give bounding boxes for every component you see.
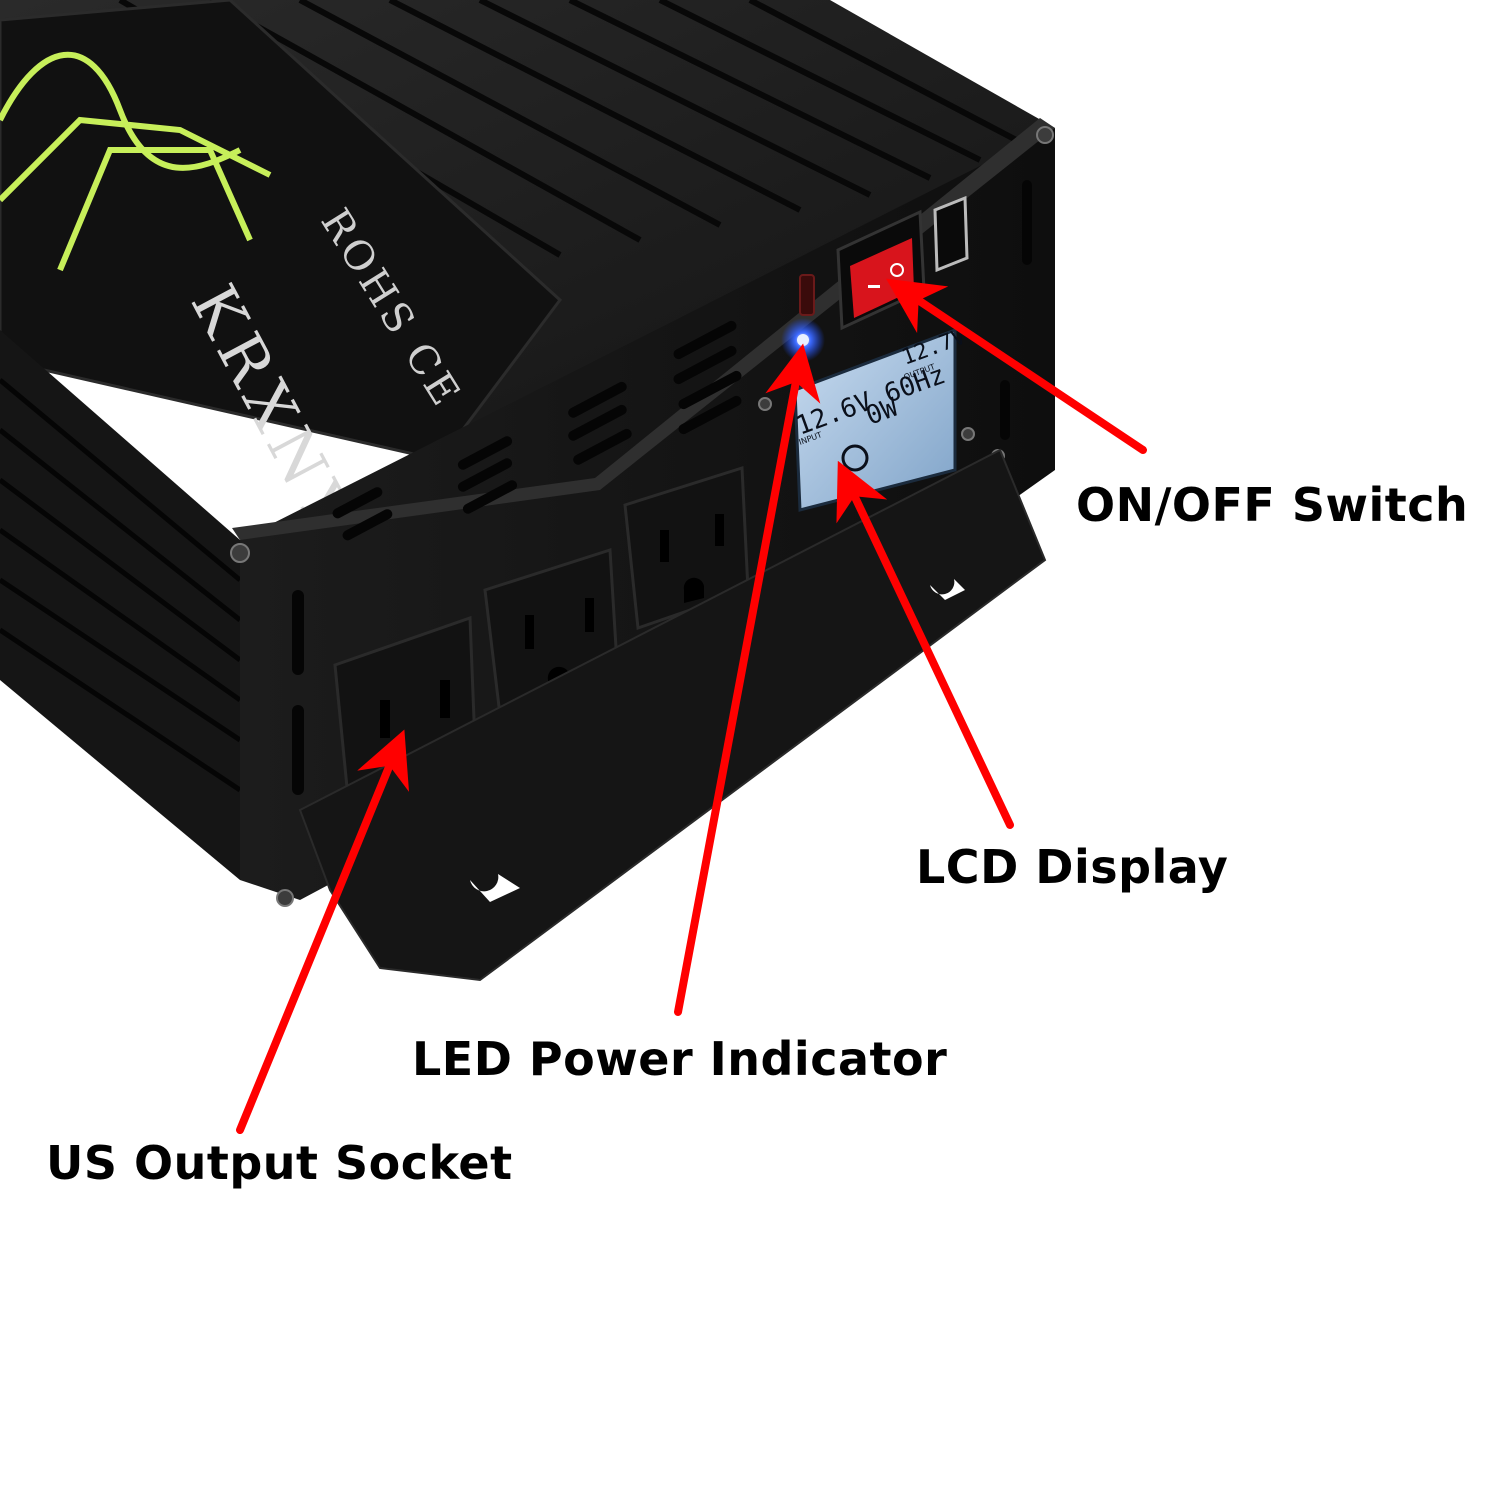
arrow-led-indicator [674,343,821,1016]
callout-led-power-indicator: LED Power Indicator [412,1032,948,1086]
housing-side [0,330,240,880]
usb-port [933,195,969,273]
callout-us-output-socket: US Output Socket [46,1136,513,1190]
housing-ribs [118,0,1022,258]
label-panel [0,0,563,462]
arrow-on-off-switch [886,278,1147,454]
side-ribs [0,378,242,793]
arrow-lcd-display [836,460,1014,829]
lcd-display: 12.6V 60Hz 12.7V 0W INPUT OUTPUT [792,324,969,512]
logo-wave [0,52,272,272]
vent-slots [292,180,1032,795]
arrow-us-socket [236,729,410,1134]
callout-arrows [236,278,1147,1134]
mounting-bracket [298,448,1047,982]
callout-lcd-display: LCD Display [916,840,1229,894]
callout-on-off-switch: ON/OFF Switch [1076,478,1469,532]
